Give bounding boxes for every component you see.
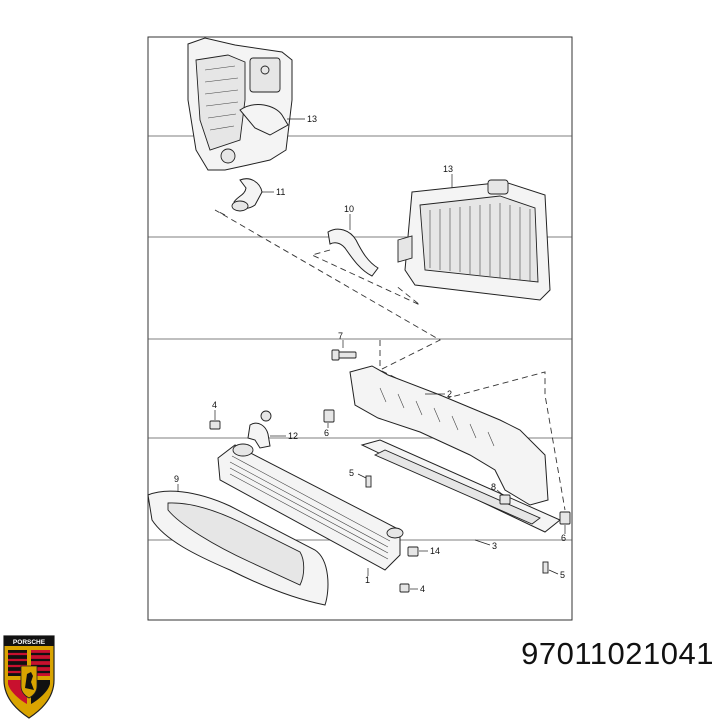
callout-13-radiator: 13 xyxy=(443,164,453,174)
screw-5-upper xyxy=(365,475,372,488)
callout-11: 11 xyxy=(276,187,285,197)
logo-wordmark: PORSCHE xyxy=(13,639,46,646)
clip-6-upper xyxy=(323,409,335,423)
callout-4-upper: 4 xyxy=(212,400,217,410)
housing-assembly xyxy=(187,37,293,171)
callout-6-upper: 6 xyxy=(324,428,329,438)
nut-8 xyxy=(499,494,511,505)
callout-9: 9 xyxy=(174,474,179,484)
intercooler-1 xyxy=(217,443,404,571)
callout-13-housing: 13 xyxy=(307,114,317,124)
callout-8: 8 xyxy=(491,482,496,492)
bolt-7 xyxy=(331,349,357,361)
hose-10 xyxy=(327,228,379,277)
callout-12: 12 xyxy=(288,431,298,441)
callout-3: 3 xyxy=(492,541,497,551)
callout-14: 14 xyxy=(430,546,440,556)
callout-5-upper: 5 xyxy=(349,468,354,478)
callout-4-lower: 4 xyxy=(420,584,425,594)
screw-5-lower xyxy=(542,561,549,574)
diagram-frame xyxy=(147,36,573,621)
radiator-assembly xyxy=(397,179,551,301)
porsche-crest-logo: PORSCHE xyxy=(3,635,55,719)
clip-14 xyxy=(407,546,419,557)
assembly-path xyxy=(310,249,421,306)
pipe-12 xyxy=(247,422,271,449)
callout-1: 1 xyxy=(365,575,370,585)
clip-6-lower xyxy=(559,511,571,525)
callout-6-lower: 6 xyxy=(561,533,566,543)
callout-2: 2 xyxy=(447,389,452,399)
nut-4-lower xyxy=(399,583,410,593)
bracket-2 xyxy=(349,365,549,506)
callout-10: 10 xyxy=(344,204,354,214)
callout-7: 7 xyxy=(338,331,343,341)
part-number: 97011021041 xyxy=(521,636,714,671)
nut-4-upper xyxy=(209,420,221,430)
callout-5-lower: 5 xyxy=(560,570,565,580)
